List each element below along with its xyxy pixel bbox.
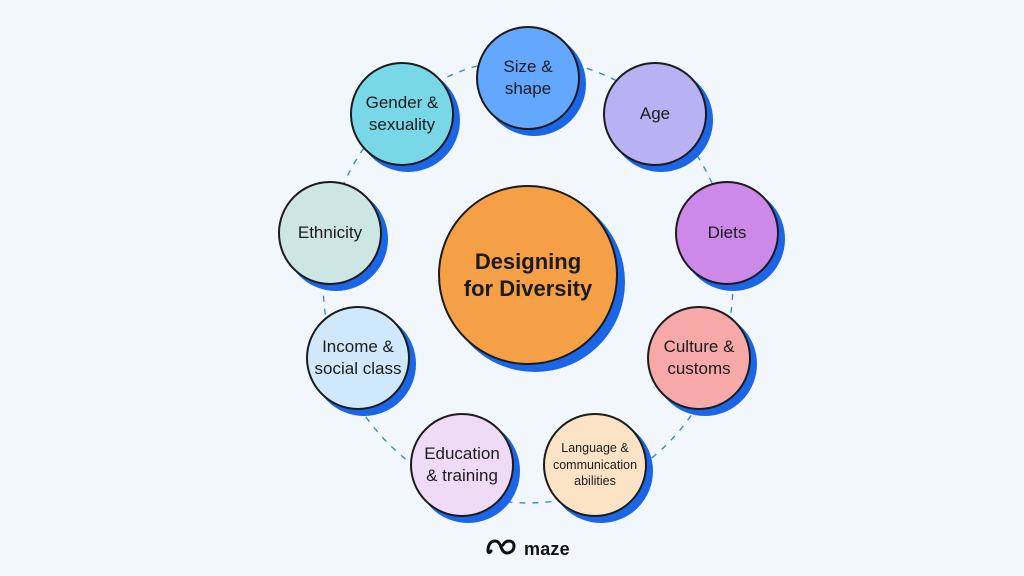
node-size-shape-label: Size & shape xyxy=(503,56,553,98)
node-income-social-class: Income & social class xyxy=(306,306,410,410)
node-age-label: Age xyxy=(639,103,671,123)
node-ethnicity: Ethnicity xyxy=(278,181,382,285)
center-node: Designing for Diversity xyxy=(438,185,618,365)
node-ethnicity-label: Ethnicity xyxy=(297,222,363,242)
node-gender-sexuality: Gender & sexuality xyxy=(350,62,454,166)
maze-logo-icon xyxy=(486,538,516,561)
node-language-communication-label: Language & communication abilities xyxy=(552,440,638,489)
node-culture-customs: Culture & customs xyxy=(647,306,751,410)
node-language-communication: Language & communication abilities xyxy=(543,413,647,517)
node-education-training: Education & training xyxy=(410,413,514,517)
center-node-label: Designing for Diversity xyxy=(463,248,593,302)
node-size-shape: Size & shape xyxy=(476,26,580,130)
node-culture-customs-label: Culture & customs xyxy=(663,336,735,378)
maze-logo-text: maze xyxy=(524,538,570,559)
node-income-social-class-label: Income & social class xyxy=(314,336,402,378)
node-age: Age xyxy=(603,62,707,166)
node-diets-label: Diets xyxy=(707,222,747,242)
node-education-training-label: Education & training xyxy=(424,443,500,485)
node-diets: Diets xyxy=(675,181,779,285)
maze-logo: maze xyxy=(486,538,570,560)
node-gender-sexuality-label: Gender & sexuality xyxy=(365,92,439,134)
